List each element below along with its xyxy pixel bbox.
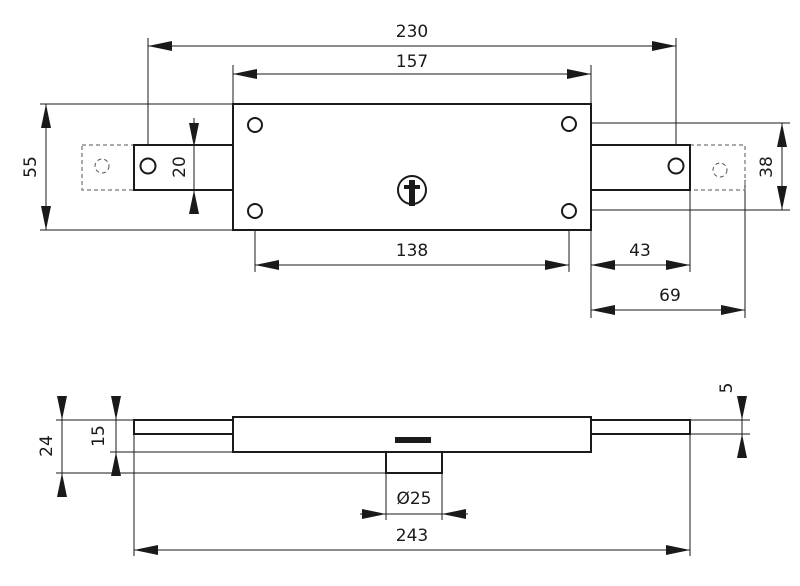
dim-total-length: 243 xyxy=(396,526,428,546)
key-slot xyxy=(395,437,431,443)
dim-height: 55 xyxy=(21,156,41,178)
dim-bolt-width: 20 xyxy=(170,156,190,178)
lock-case-side xyxy=(232,416,592,453)
screw-hole-top-left xyxy=(247,117,263,133)
top-dimension-lines xyxy=(41,41,787,315)
left-bolt-hidden-outline xyxy=(81,144,135,191)
screw-hole-top-right xyxy=(561,116,577,132)
keyhole-icon xyxy=(397,175,427,206)
dim-overall-bolt-span: 230 xyxy=(396,22,428,42)
dim-cylinder-diameter: Ø25 xyxy=(396,489,431,509)
side-view: 24 15 5 Ø25 243 xyxy=(37,383,750,556)
screw-hole-bottom-right xyxy=(561,203,577,219)
dim-screw-spacing: 138 xyxy=(396,241,428,261)
dim-bolt-offset: 43 xyxy=(629,241,651,261)
dim-case-depth: 15 xyxy=(89,425,109,447)
top-view: 230 157 55 20 138 43 69 38 xyxy=(21,22,790,318)
dim-total-depth: 24 xyxy=(37,435,57,457)
cylinder xyxy=(385,451,443,474)
dim-bolt-thickness: 5 xyxy=(717,383,737,394)
side-dimension-lines xyxy=(57,396,747,555)
right-bolt-hidden-hole xyxy=(712,162,728,178)
screw-hole-bottom-left xyxy=(247,203,263,219)
right-bolt-hole xyxy=(667,157,685,175)
left-bolt-hidden-hole xyxy=(94,158,110,174)
dim-case-length: 157 xyxy=(396,52,428,72)
right-bolt-hidden-outline xyxy=(689,144,746,191)
dim-bolt-extension: 69 xyxy=(659,286,681,306)
left-bolt-hole xyxy=(139,157,157,175)
dim-bolt-height: 38 xyxy=(757,156,777,178)
lock-case xyxy=(232,103,592,231)
